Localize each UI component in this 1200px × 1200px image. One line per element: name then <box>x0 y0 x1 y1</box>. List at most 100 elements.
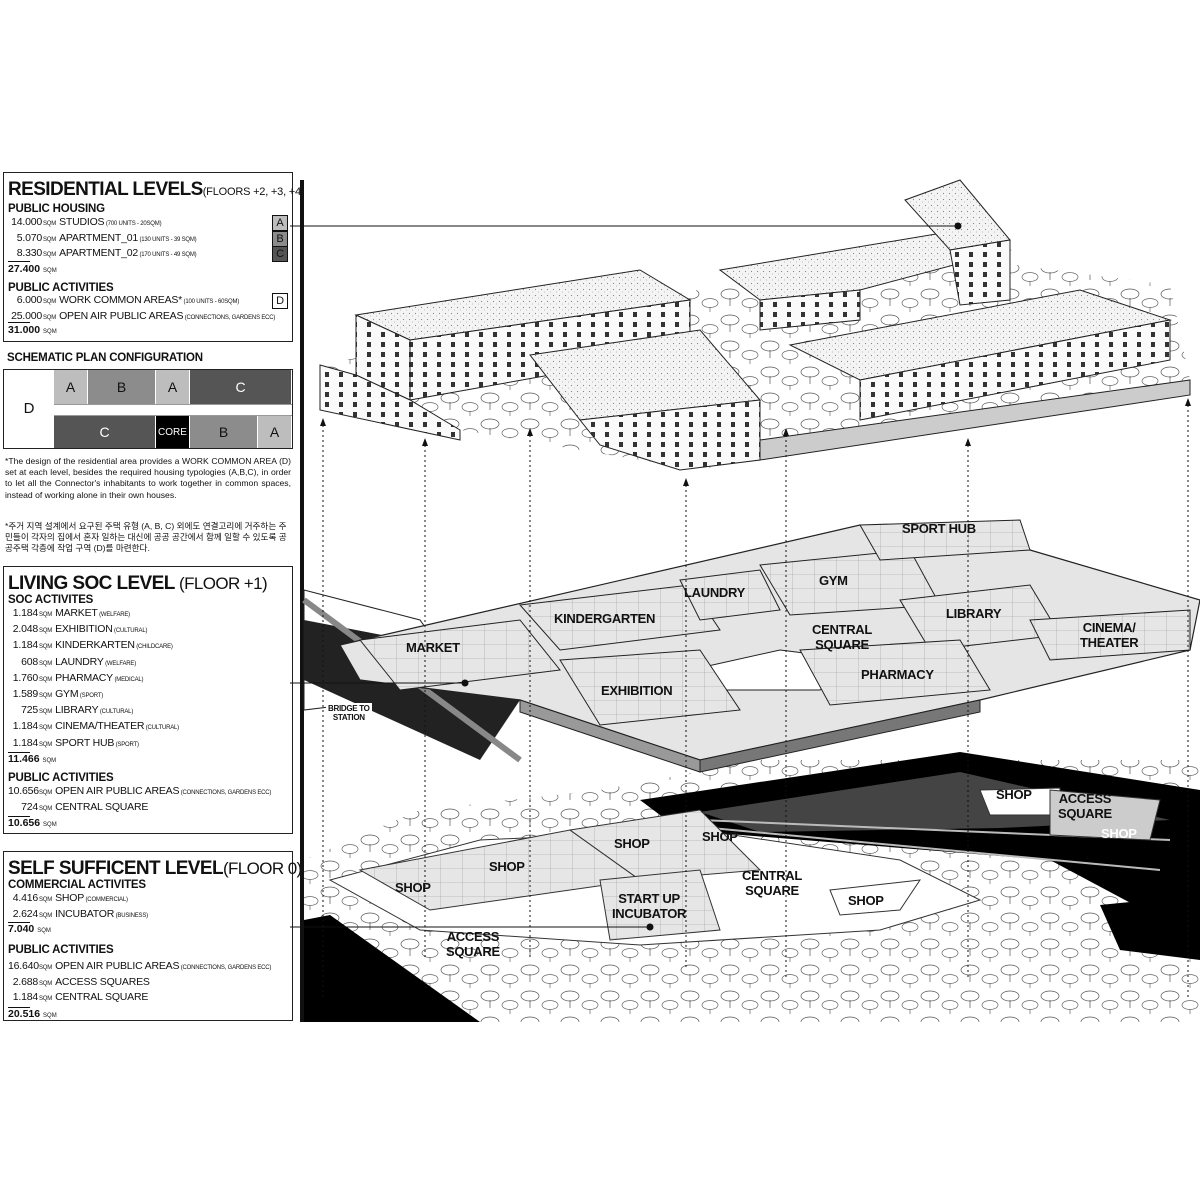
schematic-title: SCHEMATIC PLAN CONFIGURATION <box>7 352 203 364</box>
area-name: KINDERKARTEN <box>55 639 135 652</box>
label-pharmacy: PHARMACY <box>861 667 934 682</box>
area-detail: (SPORT) <box>78 692 104 699</box>
area-value: 14.000 <box>11 216 42 228</box>
area-name: MARKET <box>55 607 98 619</box>
area-value: 1.184 <box>12 991 38 1003</box>
area-unit: SQM <box>43 299 57 305</box>
label-library: LIBRARY <box>946 606 1002 621</box>
label-startup-incubator: START UP INCUBATOR <box>612 891 687 921</box>
area-detail: (WELFARE) <box>103 660 137 667</box>
area-unit: SQM <box>39 725 53 732</box>
area-name: LAUNDRY <box>55 655 104 668</box>
area-unit: SQM <box>39 897 53 903</box>
area-name: OPEN AIR PUBLIC AREAS <box>55 785 180 797</box>
label-cinema-theater: CINEMA/ THEATER <box>1080 620 1139 650</box>
area-unit: SQM <box>39 790 53 796</box>
commercial-total: 7.040 SQM <box>8 923 51 935</box>
area-unit: SQM <box>39 692 53 699</box>
area-unit: SQM <box>43 221 57 227</box>
area-detail: (130 UNITS - 39 SQM) <box>137 236 197 243</box>
area-detail: (MEDICAL) <box>113 676 144 683</box>
area-detail: (CONNECTIONS, GARDENS ECC) <box>179 790 272 796</box>
area-value: 2.624 <box>12 907 38 920</box>
area-unit: SQM <box>39 741 53 748</box>
area-unit: SQM <box>39 980 53 987</box>
schematic-cell: A <box>54 370 88 404</box>
label-access-square-w: ACCESS SQUARE <box>446 929 500 959</box>
housing-heading: PUBLIC HOUSING <box>8 203 105 215</box>
area-detail: (COMMERCIAL) <box>84 897 128 903</box>
area-detail: (CULTURAL) <box>98 709 134 716</box>
schematic-cell: B <box>190 416 258 448</box>
schematic-cell: A <box>156 370 190 404</box>
label-market: MARKET <box>406 640 460 655</box>
label-kindergarten: KINDERGARTEN <box>554 611 656 626</box>
schematic-cell: C <box>54 416 156 448</box>
schematic-cell: B <box>88 370 156 404</box>
soc-total: 11.466 SQM <box>8 753 57 765</box>
area-name: LIBRARY <box>55 704 99 717</box>
residential-panel: RESIDENTIAL LEVELS(FLOORS +2, +3, +4) PU… <box>3 172 305 342</box>
res-activities-heading: PUBLIC ACTIVITIES <box>8 282 114 294</box>
area-unit: SQM <box>39 676 53 683</box>
area-value: 725 <box>21 704 38 717</box>
commercial-heading: COMMERCIAL ACTIVITES <box>8 879 146 891</box>
label-access-square-e: ACCESS SQUARE <box>1058 791 1112 821</box>
area-name: SHOP <box>55 892 85 904</box>
area-name: OPEN AIR PUBLIC AREAS <box>55 960 180 972</box>
area-value: 6.000 <box>16 294 42 306</box>
area-name: APARTMENT_02 <box>59 247 138 259</box>
label-ground-central-square: CENTRAL SQUARE <box>742 868 803 898</box>
area-detail: (CULTURAL) <box>144 725 179 732</box>
area-name: CENTRAL SQUARE <box>55 991 149 1003</box>
area-name: EXHIBITION <box>55 623 113 636</box>
area-value: 608 <box>21 655 38 668</box>
self-public-heading: PUBLIC ACTIVITIES <box>8 944 114 956</box>
area-value: 2.048 <box>12 623 38 636</box>
area-detail: (CHILDCARE) <box>134 644 173 651</box>
area-value: 724 <box>21 801 38 813</box>
area-detail: (CULTURAL) <box>112 628 148 635</box>
area-detail: (170 UNITS - 49 SQM) <box>137 252 197 258</box>
area-value: 16.640 <box>8 960 39 972</box>
area-value: 1.184 <box>12 720 38 733</box>
area-value: 1.589 <box>12 687 38 700</box>
area-name: ACCESS SQUARES <box>55 975 150 988</box>
label-shop-s: SHOP <box>848 893 884 908</box>
label-shop-far-w: SHOP <box>395 880 431 895</box>
area-name: WORK COMMON AREAS* <box>59 294 183 306</box>
area-unit: SQM <box>39 628 53 635</box>
residential-level <box>319 179 1191 471</box>
area-unit: SQM <box>39 612 53 618</box>
divider-line <box>300 180 304 1022</box>
area-value: 1.184 <box>12 639 38 652</box>
area-detail: (CONNECTIONS, GARDENS ECC) <box>183 314 276 321</box>
living-panel: LIVING SOC LEVEL (FLOOR +1) SOC ACTIVITE… <box>3 566 293 834</box>
soc-level <box>302 519 1200 773</box>
res-activities-total: 31.000 SQM <box>8 324 57 336</box>
area-detail: (BUSINESS) <box>114 912 149 919</box>
area-detail: (700 UNITS - 20SQM) <box>104 221 162 227</box>
area-name: APARTMENT_01 <box>59 231 138 244</box>
schematic-note-ko: *주거 지역 설계에서 요구된 주택 유형 (A, B, C) 외에도 연결고리… <box>5 521 287 554</box>
self-panel: SELF SUFFICENT LEVEL(FLOOR 0) COMMERCIAL… <box>3 851 302 1021</box>
label-laundry: LAUNDRY <box>684 585 745 600</box>
label-exhibition: EXHIBITION <box>601 683 673 698</box>
soc-heading: SOC ACTIVITES <box>8 594 94 606</box>
